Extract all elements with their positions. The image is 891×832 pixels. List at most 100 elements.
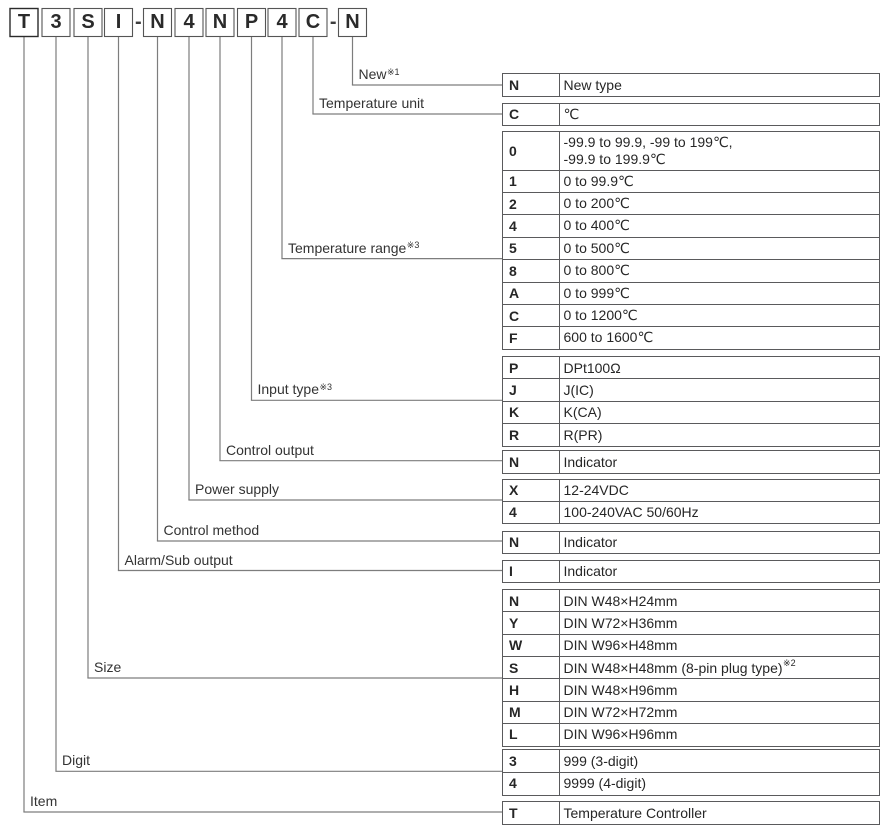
model-code-box-outline-9	[298, 7, 328, 38]
table-row-divider	[503, 400, 879, 402]
desc-text: 0 to 1200℃	[563, 307, 638, 324]
desc-line: -99.9 to 199.9℃	[563, 151, 666, 168]
table-cell-code: 4	[509, 217, 517, 234]
group-label-0: New※1	[359, 66, 400, 84]
group-label-text: New	[358, 65, 387, 82]
table-row-divider	[503, 191, 880, 193]
model-code-char: C	[305, 10, 321, 33]
group-label-5: Power supply	[195, 481, 279, 497]
table-cell-desc: DIN W48×H48mm (8-pin plug type)※2	[563, 656, 795, 678]
model-code-box-outline-0	[9, 7, 39, 38]
desc-text: DIN W48×H96mm	[563, 681, 678, 698]
model-code-box-4: N	[144, 8, 172, 36]
table-cell-code: S	[508, 659, 519, 676]
desc-line: -99.9 to 99.9, -99 to 199℃,	[563, 133, 733, 150]
desc-text: DIN W96×H96mm	[563, 726, 678, 743]
desc-text: DIN W48×H48mm (8-pin plug type)	[563, 659, 783, 676]
model-code-box-outline-8	[267, 7, 297, 38]
table-cell-desc: Indicator	[563, 532, 617, 553]
table-cell-desc: 0 to 400℃	[564, 215, 630, 237]
table-cell-code: 8	[509, 262, 517, 279]
table-cell-code: P	[509, 359, 519, 376]
desc-text: 0 to 999℃	[563, 284, 630, 301]
table-column-divider	[558, 802, 560, 825]
model-code-box-1: 3	[42, 8, 70, 36]
group-label-8: Size	[94, 659, 121, 675]
desc-text: DIN W48×H24mm	[563, 592, 678, 609]
table-cell-desc: 0 to 800℃	[564, 260, 630, 282]
desc-text: ℃	[563, 105, 580, 122]
desc-text: 0 to 200℃	[563, 195, 630, 212]
table-row-divider	[503, 214, 880, 216]
table-cell-code: J	[509, 382, 517, 399]
model-code-char: 4	[276, 10, 288, 33]
table-row-divider	[503, 303, 880, 305]
table-cell-desc: New type	[564, 74, 622, 96]
model-code-box-outline-3	[103, 7, 134, 38]
group-label-text: Item	[29, 792, 58, 809]
model-code-box-2: S	[74, 8, 102, 36]
model-code-char: 4	[183, 10, 195, 33]
table-cell-code: 5	[509, 240, 517, 257]
group-label-1: Temperature unit	[319, 95, 424, 111]
table-cell-code: M	[508, 704, 521, 721]
model-code-hyphen-0: -	[134, 10, 142, 33]
desc-text: 0 to 400℃	[563, 217, 630, 234]
model-code-box-outline-7	[236, 7, 267, 38]
table-cell-desc: -99.9 to 99.9, -99 to 199℃,-99.9 to 199.…	[564, 132, 733, 170]
group-label-text: Temperature range	[288, 239, 407, 256]
table-column-divider	[558, 103, 560, 126]
model-code-char: P	[244, 10, 259, 33]
group-label-text: Digit	[61, 752, 91, 769]
group-label-9: Digit	[62, 752, 90, 768]
table-row-divider	[503, 169, 880, 171]
model-code-box-outline-5	[174, 7, 204, 38]
model-code-box-outline-6	[205, 7, 235, 38]
table-cell-desc: 0 to 99.9℃	[564, 170, 634, 192]
table-row-divider	[503, 423, 879, 425]
table-cell-code: 0	[509, 143, 517, 160]
desc-text: DIN W96×H48mm	[563, 637, 678, 654]
table-cell-code: L	[508, 726, 518, 743]
table-cell-code: 3	[508, 753, 517, 770]
group-label-note: ※3	[319, 381, 333, 392]
table-cell-desc: Temperature Controller	[563, 802, 706, 824]
table-row-divider	[502, 700, 879, 702]
group-label-text: Input type	[257, 381, 320, 398]
table-cell-desc: DIN W72×H72mm	[563, 701, 677, 723]
table-column-divider	[558, 531, 560, 553]
desc-text: 0 to 500℃	[563, 239, 630, 256]
group-table-2: 0 -99.9 to 99.9, -99 to 199℃,-99.9 to 199…	[502, 131, 881, 351]
model-code-hyphen-1: -	[329, 10, 337, 33]
table-cell-desc: Indicator	[563, 561, 617, 582]
model-code-box-8: 4	[268, 8, 296, 36]
model-code-box-10: N	[339, 8, 367, 36]
model-code-box-outline-4	[142, 7, 173, 38]
table-cell-code: Y	[508, 614, 519, 631]
table-row-divider	[502, 611, 879, 613]
desc-text: Indicator	[563, 453, 618, 470]
desc-text: 999 (3-digit)	[563, 753, 639, 770]
table-cell-desc: DIN W72×H36mm	[563, 612, 677, 634]
table-cell-desc: DIN W96×H96mm	[563, 723, 677, 745]
table-row-divider	[503, 259, 880, 261]
table-row-divider	[503, 236, 880, 238]
desc-lines: -99.9 to 99.9, -99 to 199℃,-99.9 to 199.…	[564, 134, 733, 169]
model-code-box-6: N	[206, 8, 234, 36]
table-cell-code: C	[509, 307, 520, 324]
group-label-text: Alarm/Sub output	[124, 551, 233, 568]
desc-text: 0 to 99.9℃	[563, 172, 634, 189]
model-code-box-outline-10	[337, 7, 368, 38]
model-code-box-outline-1	[41, 7, 71, 38]
model-code-box-5: 4	[175, 8, 203, 36]
table-cell-desc: 9999 (4-digit)	[563, 772, 646, 794]
table-row-divider	[502, 722, 879, 724]
desc-text: 9999 (4-digit)	[563, 775, 646, 792]
